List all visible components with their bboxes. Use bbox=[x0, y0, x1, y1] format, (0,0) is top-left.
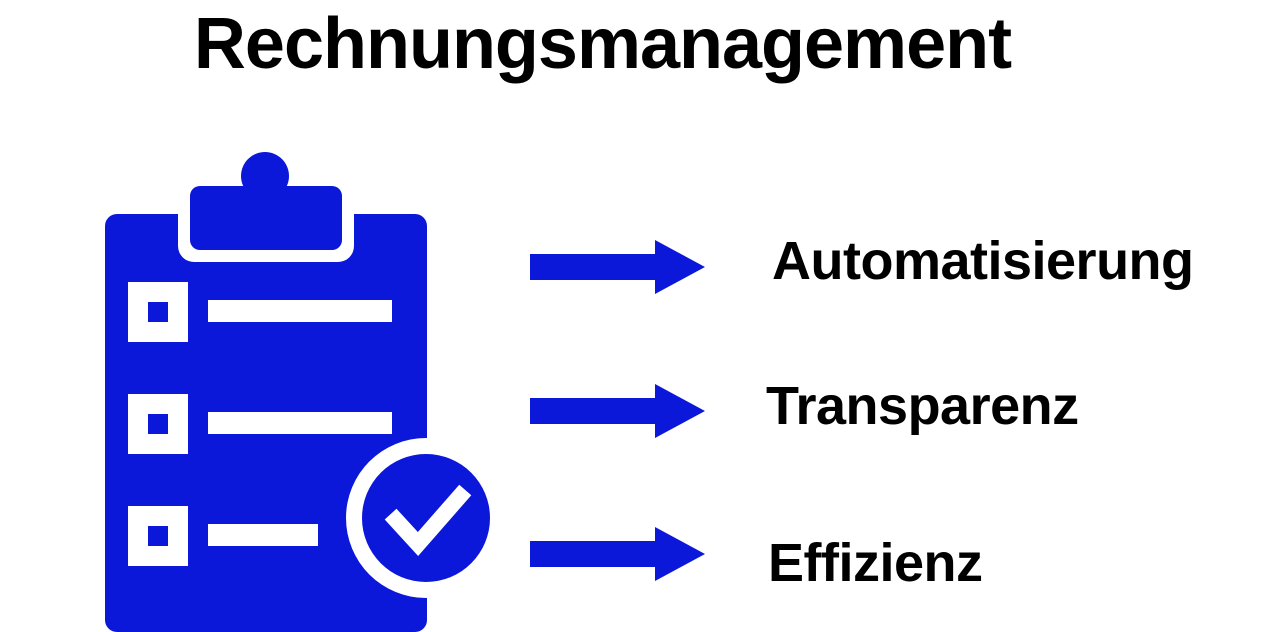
page-title: Rechnungsmanagement bbox=[193, 4, 1012, 84]
arrow-right-icon bbox=[530, 240, 705, 294]
label-automatisierung: Automatisierung bbox=[772, 231, 1194, 291]
clipboard-checklist-icon bbox=[105, 142, 427, 632]
arrow-right-icon bbox=[530, 527, 705, 581]
checkmark-circle-icon bbox=[346, 438, 506, 598]
label-transparenz: Transparenz bbox=[766, 376, 1079, 436]
arrow-right-icon bbox=[530, 384, 705, 438]
label-effizienz: Effizienz bbox=[768, 533, 983, 593]
